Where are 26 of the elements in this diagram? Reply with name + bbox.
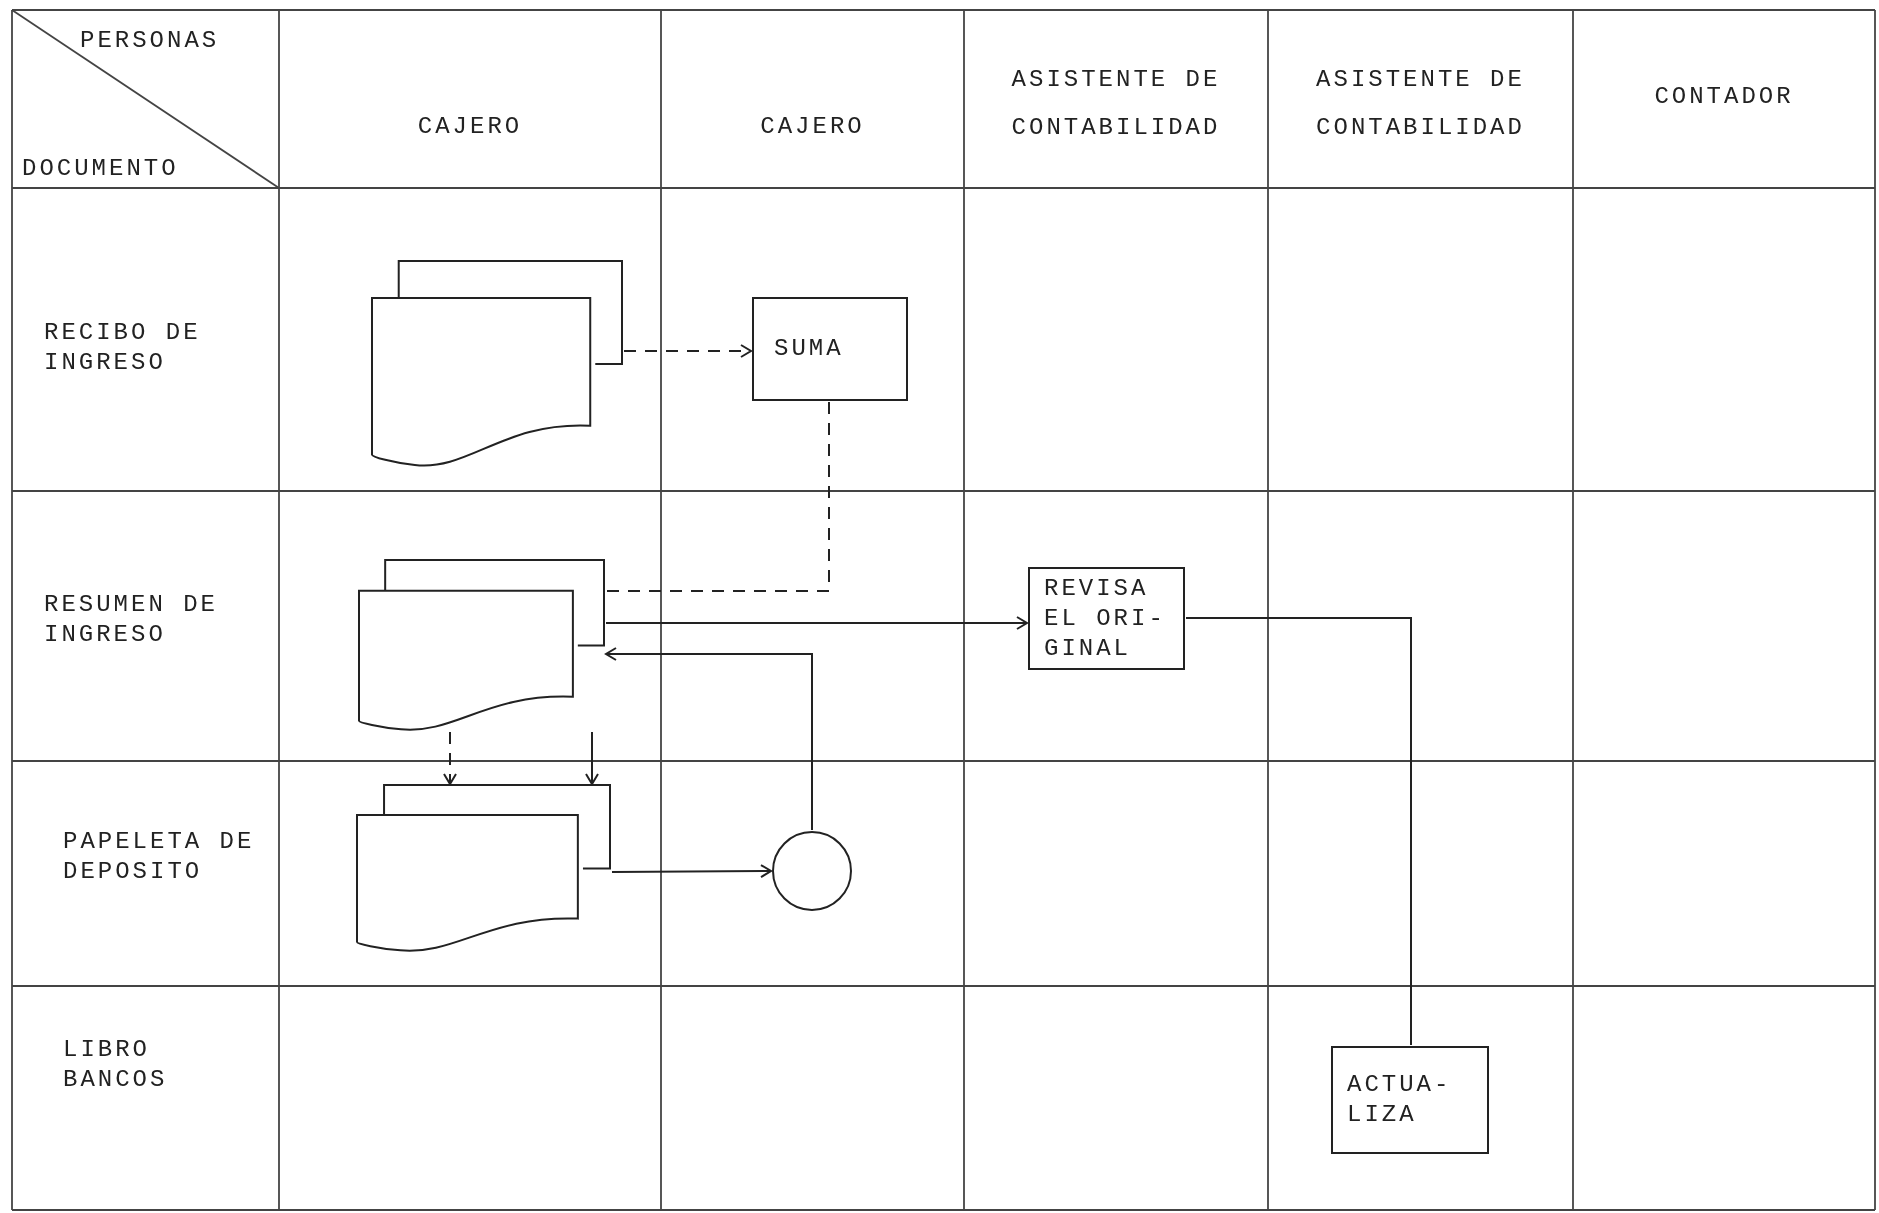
document-stack — [358, 560, 605, 731]
row-header: RECIBO DE INGRESO — [44, 318, 202, 378]
connector-line — [1185, 617, 1412, 1046]
column-header: CAJERO — [416, 112, 524, 142]
arrow — [605, 616, 1028, 630]
connector-circle — [772, 831, 852, 911]
arrow — [623, 344, 752, 358]
row-header: DOCUMENTO — [22, 154, 180, 184]
column-header: CAJERO — [759, 112, 866, 142]
process-box: SUMA — [752, 297, 908, 401]
column-header: PERSONAS — [80, 26, 221, 56]
column-header: ASISTENTE DE CONTABILIDAD — [1010, 65, 1222, 143]
arrow — [611, 864, 772, 879]
arrow — [443, 731, 457, 785]
arrow — [585, 731, 599, 785]
arrow — [605, 647, 813, 831]
document-stack — [371, 261, 623, 467]
row-header: LIBRO BANCOS — [63, 1035, 169, 1095]
column-header: CONTADOR — [1653, 82, 1795, 112]
process-box: REVISA EL ORI- GINAL — [1028, 567, 1185, 670]
connector-line — [605, 401, 830, 592]
process-box: ACTUA- LIZA — [1331, 1046, 1489, 1154]
document-stack — [356, 785, 611, 952]
row-header: RESUMEN DE INGRESO — [44, 590, 220, 650]
row-header: PAPELETA DE DEPOSITO — [63, 827, 256, 887]
column-header: ASISTENTE DE CONTABILIDAD — [1315, 65, 1526, 143]
